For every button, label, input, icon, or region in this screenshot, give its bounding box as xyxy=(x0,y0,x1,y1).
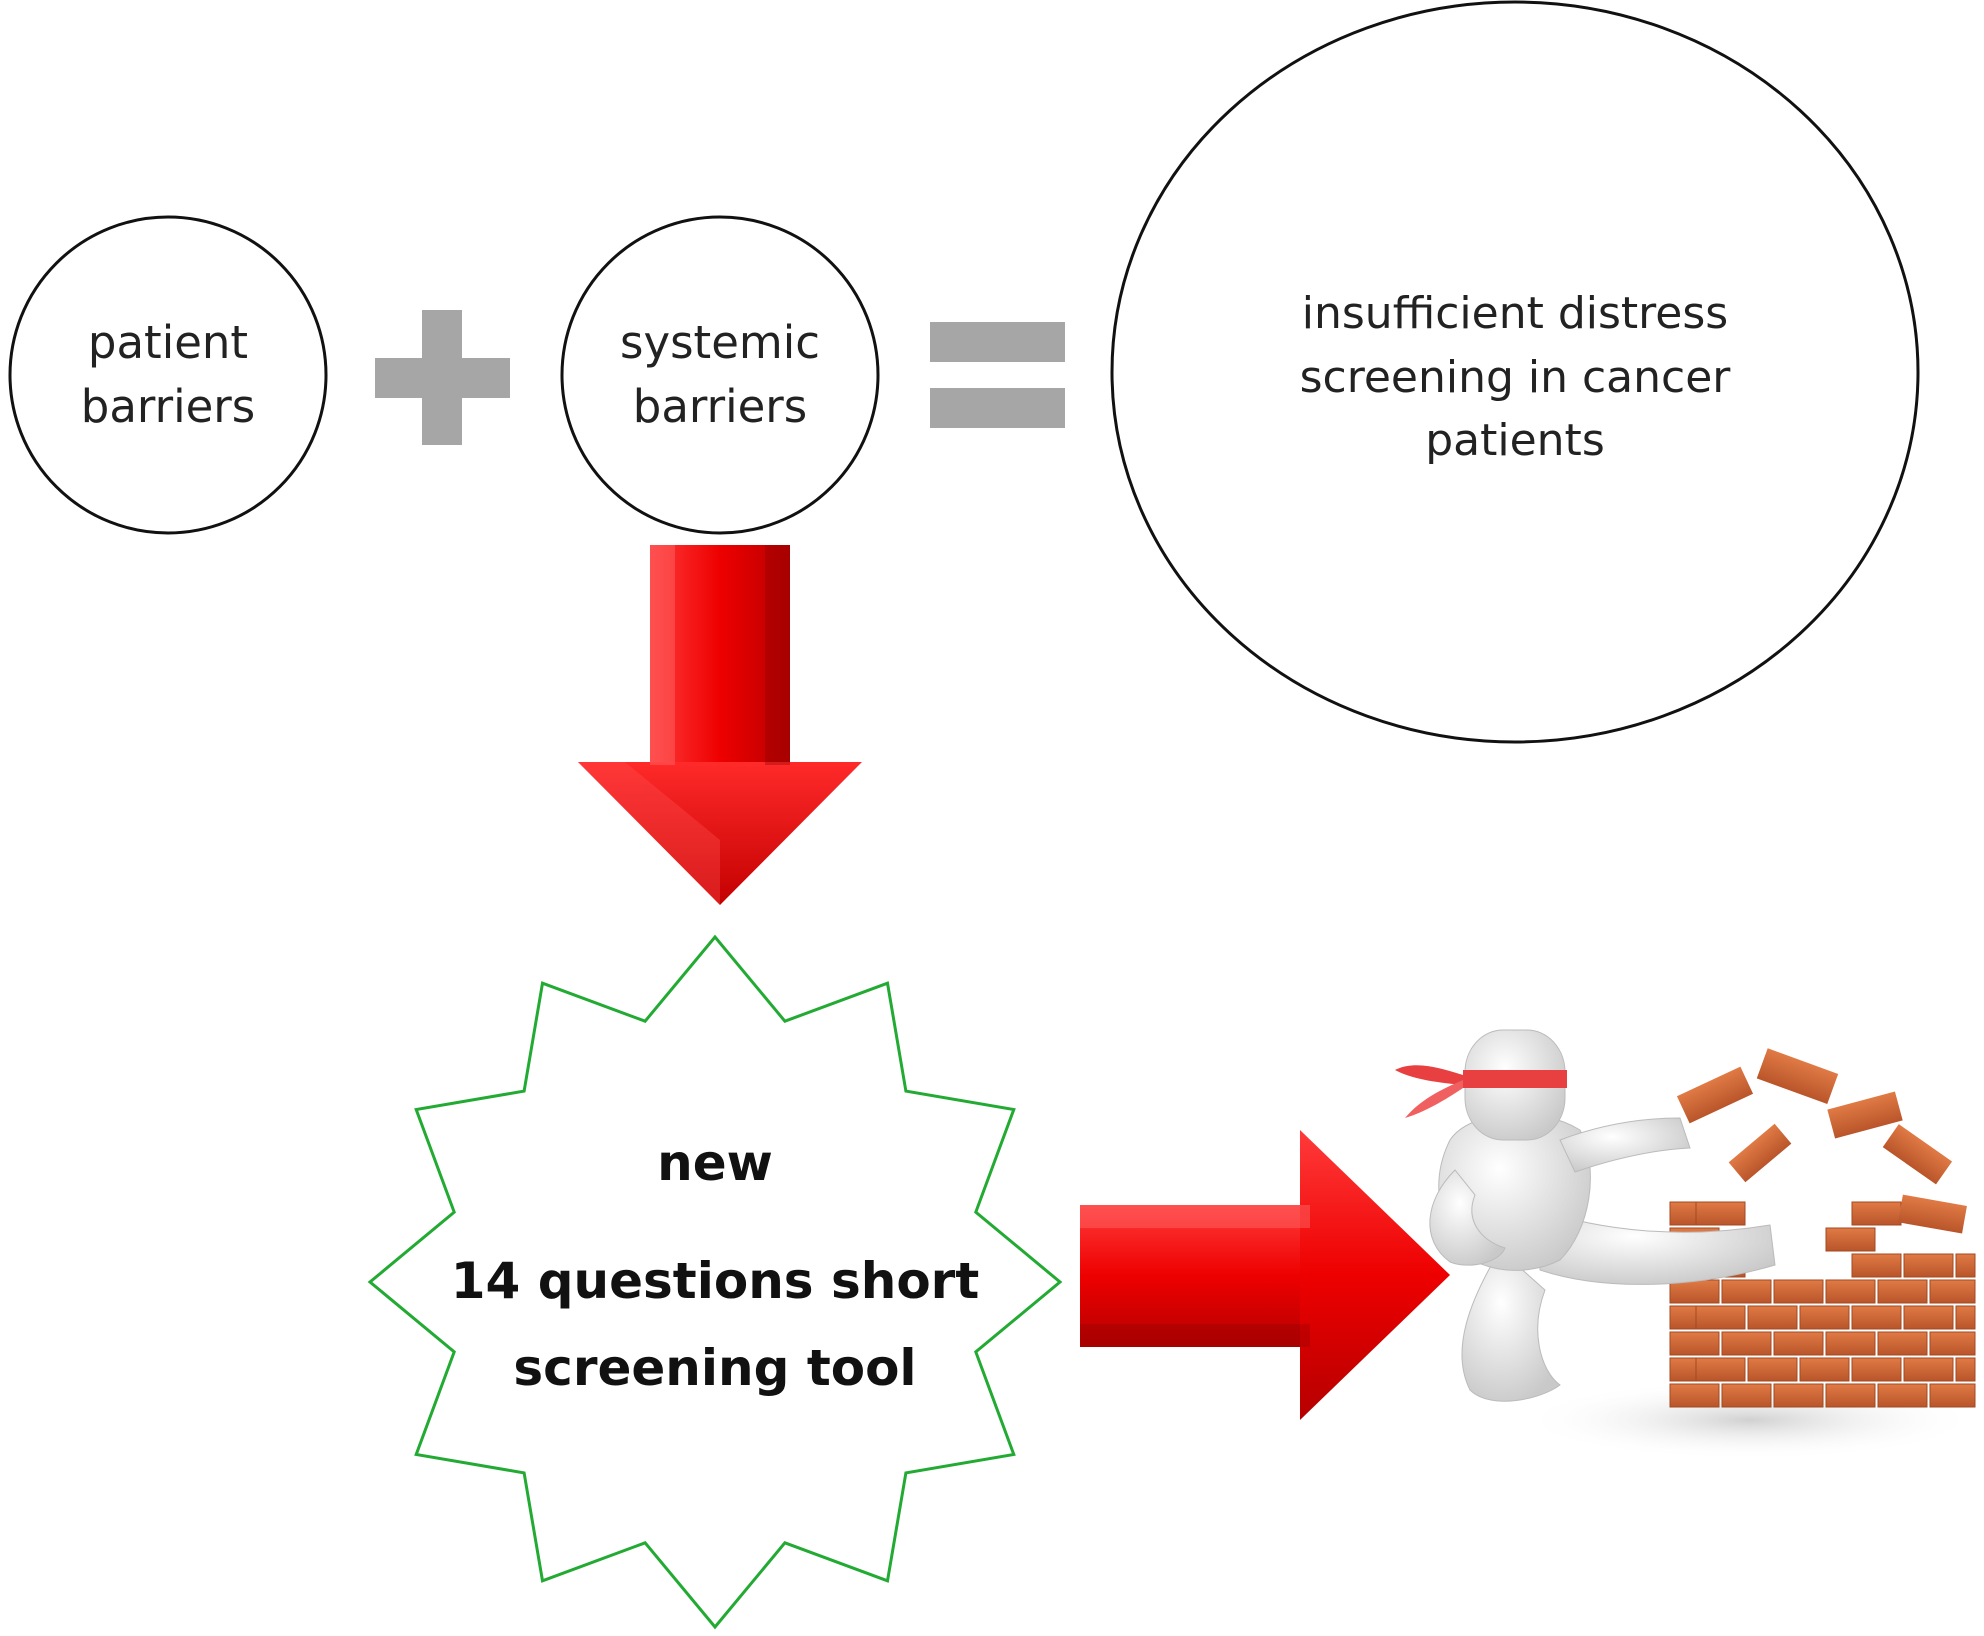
brick xyxy=(1799,1357,1850,1382)
down-arrow xyxy=(578,545,862,905)
brick-wall xyxy=(1669,1048,1976,1408)
brick xyxy=(1669,1331,1720,1356)
brick xyxy=(1851,1201,1902,1226)
brick xyxy=(1903,1357,1954,1382)
solution-line3: screening tool xyxy=(513,1339,916,1397)
brick xyxy=(1825,1227,1876,1252)
brick xyxy=(1851,1305,1902,1330)
plus-sign xyxy=(375,310,510,445)
brick xyxy=(1955,1357,1976,1382)
brick xyxy=(1955,1253,1976,1278)
brick xyxy=(1955,1305,1976,1330)
brick xyxy=(1695,1305,1746,1330)
brick xyxy=(1773,1279,1824,1304)
equals-sign xyxy=(930,322,1065,428)
solution-node: new 14 questions short screening tool xyxy=(367,934,1063,1630)
brick xyxy=(1773,1331,1824,1356)
brick xyxy=(1747,1357,1798,1382)
solution-line1: new xyxy=(657,1134,773,1192)
patient-barriers-line2: barriers xyxy=(81,380,256,433)
brick xyxy=(1747,1305,1798,1330)
brick xyxy=(1877,1383,1928,1408)
outcome-line3: patients xyxy=(1425,415,1605,466)
systemic-barriers-node: systemic barriers xyxy=(560,215,880,535)
figure-kicking-brick-wall xyxy=(1395,1029,1980,1460)
brick xyxy=(1929,1331,1976,1356)
brick xyxy=(1851,1253,1902,1278)
brick xyxy=(1825,1383,1876,1408)
brick xyxy=(1721,1279,1772,1304)
brick xyxy=(1669,1383,1720,1408)
brick xyxy=(1929,1279,1976,1304)
outcome-line2: screening in cancer xyxy=(1300,352,1732,403)
right-arrow xyxy=(1080,1130,1450,1420)
brick xyxy=(1877,1331,1928,1356)
brick xyxy=(1825,1279,1876,1304)
outcome-line1: insufficient distress xyxy=(1302,288,1728,339)
brick xyxy=(1799,1305,1850,1330)
brick xyxy=(1721,1331,1772,1356)
brick xyxy=(1903,1253,1954,1278)
patient-barriers-line1: patient xyxy=(88,316,248,369)
brick xyxy=(1903,1305,1954,1330)
brick xyxy=(1929,1383,1976,1408)
patient-barriers-node: patient barriers xyxy=(8,215,328,535)
brick xyxy=(1877,1279,1928,1304)
brick xyxy=(1721,1383,1772,1408)
brick xyxy=(1851,1357,1902,1382)
brick xyxy=(1825,1331,1876,1356)
brick xyxy=(1773,1383,1824,1408)
systemic-barriers-line2: barriers xyxy=(633,380,808,433)
brick xyxy=(1695,1357,1746,1382)
systemic-barriers-line1: systemic xyxy=(620,316,820,369)
kicking-figure xyxy=(1395,1029,1776,1402)
brick xyxy=(1695,1201,1746,1226)
outcome-node: insufficient distress screening in cance… xyxy=(1110,0,1920,744)
solution-line2: 14 questions short xyxy=(451,1252,979,1310)
